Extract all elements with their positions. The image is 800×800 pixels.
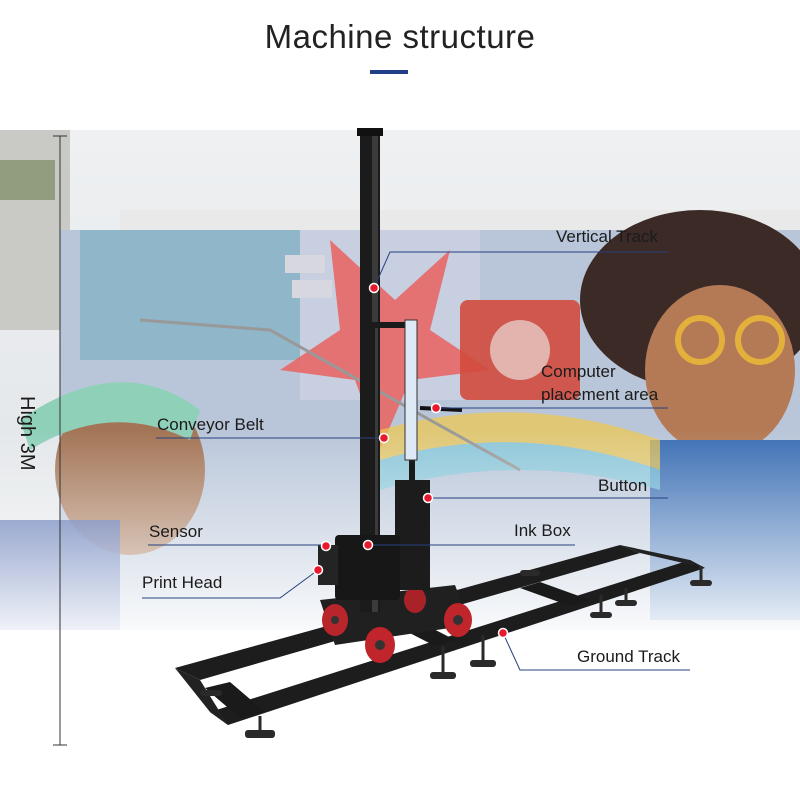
label-computer-line2: placement area bbox=[541, 385, 659, 404]
label-print-head: Print Head bbox=[142, 573, 223, 592]
height-dimension-line bbox=[53, 135, 67, 746]
label-conveyor-belt: Conveyor Belt bbox=[157, 415, 264, 434]
label-button: Button bbox=[598, 476, 648, 495]
label-ink-box: Ink Box bbox=[514, 521, 571, 540]
leader-lines bbox=[142, 251, 690, 671]
height-label: High 3M bbox=[16, 396, 38, 471]
callout-dots bbox=[312, 282, 509, 639]
label-sensor: Sensor bbox=[149, 522, 203, 541]
page-title: Machine structure bbox=[264, 18, 536, 55]
label-vertical-track: Vertical Track bbox=[556, 227, 659, 246]
title-underline bbox=[370, 70, 408, 74]
wall-printer-machine bbox=[175, 128, 712, 738]
label-ground-track: Ground Track bbox=[577, 647, 680, 666]
label-computer-line1: Computer bbox=[541, 362, 616, 381]
